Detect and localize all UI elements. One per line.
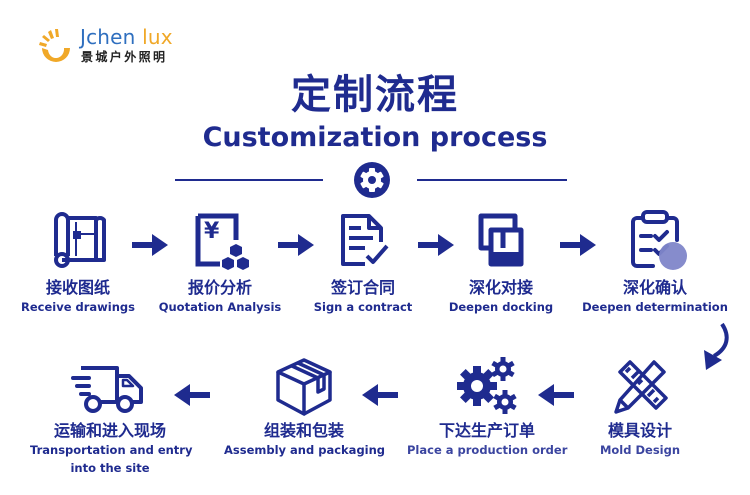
arrow-right-icon [278,234,314,256]
sun-logo-icon [39,29,70,62]
arrow-right-icon [560,234,596,256]
clipboard-check-icon [631,210,687,270]
step-title-cn: 深化对接 [468,278,533,297]
arrow-left-icon [362,384,398,406]
step-title-en: Deepen determination [582,300,728,314]
gears-icon [457,357,517,414]
step-title-en: Assembly and packaging [224,443,386,457]
gear-icon [354,162,390,198]
step-title-cn: 模具设计 [607,421,672,440]
divider-left [175,179,323,181]
docking-frames-icon [478,213,524,267]
step-mold-design: 模具设计 Mold Design [560,356,720,459]
yuan-quotation-icon: ¥ [195,213,249,270]
brand-name-part2: lux [135,25,173,49]
brand-name-part1: Jchen [80,25,136,49]
step-title-en: Place a production order [407,443,568,457]
arrow-left-icon [538,384,574,406]
step-title-en: Receive drawings [20,300,135,314]
step-title-en: Quotation Analysis [158,300,282,314]
svg-text:¥: ¥ [204,219,220,244]
arrow-left-icon [174,384,210,406]
brand-logo: Jchen lux 景城户外照明 [36,24,206,68]
step-production-order: 下达生产订单 Place a production order [407,356,567,459]
step-title-en: Transportation and entry [30,443,193,457]
step-assembly-packaging: 组装和包装 Assembly and packaging [224,356,386,459]
step-deepen-docking: 深化对接 Deepen docking [421,208,581,316]
brand-name: Jchen lux [80,25,173,49]
step-title-cn: 组装和包装 [263,421,344,440]
step-title-en: Mold Design [599,443,681,457]
ruler-pencil-icon [614,360,668,414]
step-title-cn: 接收图纸 [45,278,110,297]
arrow-right-icon [132,234,168,256]
step-title-en: Sign a contract [313,300,413,314]
step-transportation: 运输和进入现场 Transportation and entry into th… [30,356,193,477]
arrow-right-icon [418,234,454,256]
divider-right [417,179,567,181]
step-title-cn: 报价分析 [187,278,252,297]
blueprint-icon [54,212,106,268]
page-title-cn: 定制流程 [291,72,459,118]
step-title-en-line2: into the site [70,461,150,475]
delivery-truck-icon [71,366,143,413]
document-check-icon [341,214,389,266]
step-receive-drawings: 接收图纸 Receive drawings [0,208,158,316]
step-deepen-determination: 深化确认 Deepen determination [575,208,735,316]
step-title-cn: 下达生产订单 [438,421,535,440]
step-title-cn: 深化确认 [622,278,687,297]
step-title-en: Deepen docking [448,300,554,314]
step-title-cn: 签订合同 [330,278,395,297]
curved-arrow-down-icon [704,322,729,370]
box-icon [276,358,332,416]
brand-tagline: 景城户外照明 [81,50,168,64]
step-quotation-analysis: ¥ 报价分析 Quotation Analysis [140,208,300,316]
step-sign-contract: 签订合同 Sign a contract [283,208,443,316]
step-title-cn: 运输和进入现场 [53,421,166,440]
page-title-en: Customization process [202,122,548,153]
